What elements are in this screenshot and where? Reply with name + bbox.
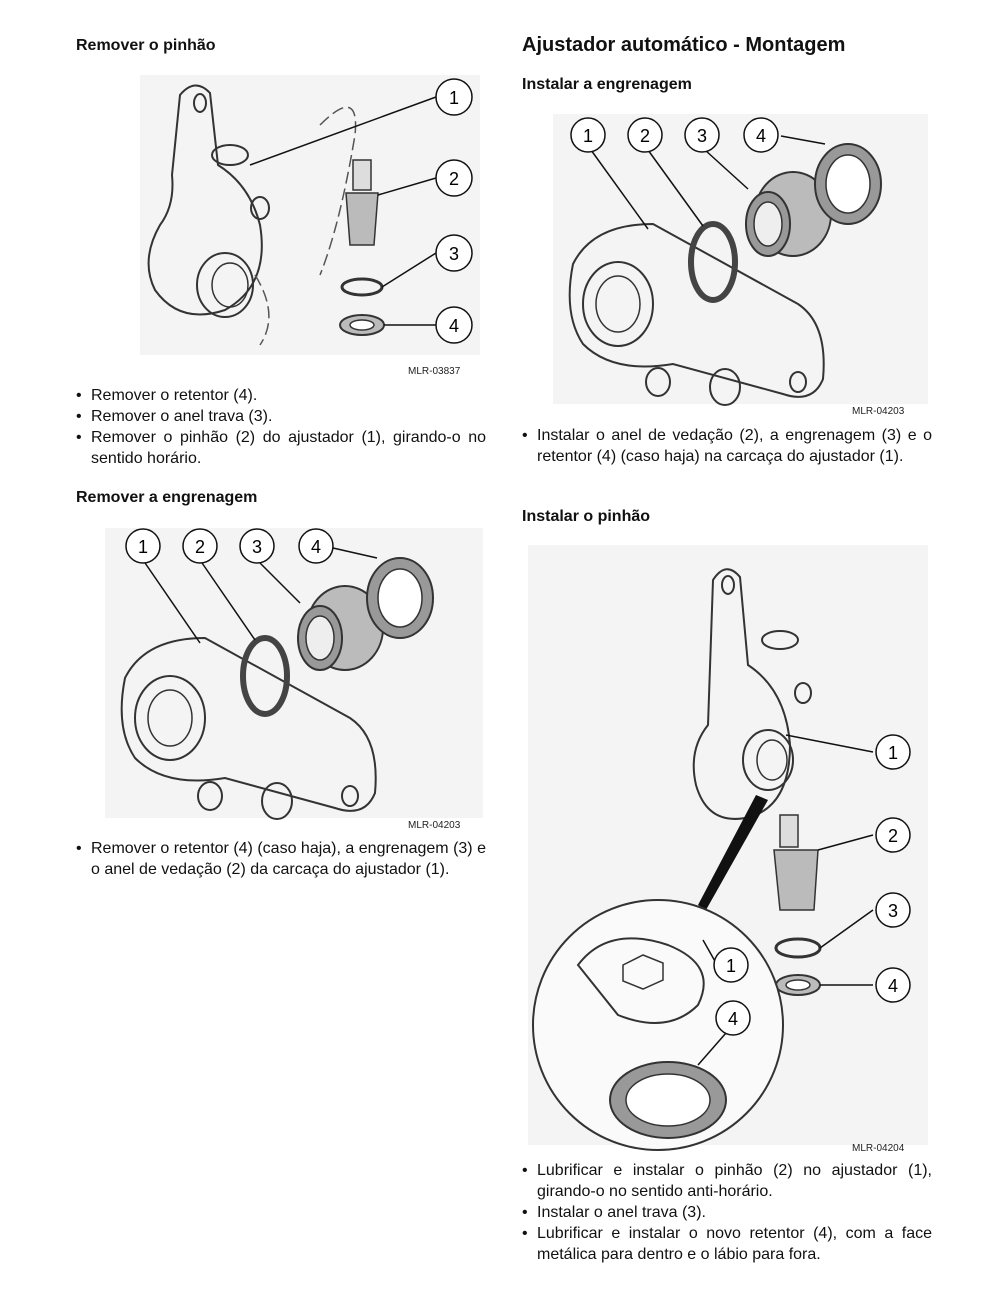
callout-2: 2 bbox=[640, 126, 650, 146]
figure-instalar-pinhao: 1 2 3 4 1 4 bbox=[528, 545, 928, 1160]
bullet-item: Instalar o anel de vedação (2), a engren… bbox=[522, 425, 932, 467]
bullet-item: Lubrificar e instalar o pinhão (2) no aj… bbox=[522, 1160, 932, 1202]
figure-code: MLR-04204 bbox=[852, 1143, 905, 1154]
callout-4: 4 bbox=[311, 537, 321, 557]
callout-1: 1 bbox=[138, 537, 148, 557]
figure-code: MLR-04203 bbox=[408, 820, 461, 831]
detail-callout-4: 4 bbox=[728, 1009, 738, 1029]
bullets-remover-engrenagem: Remover o retentor (4) (caso haja), a en… bbox=[76, 838, 486, 880]
callout-3: 3 bbox=[888, 901, 898, 921]
heading-remover-engrenagem: Remover a engrenagem bbox=[76, 489, 258, 506]
callout-4: 4 bbox=[888, 976, 898, 996]
callout-1: 1 bbox=[583, 126, 593, 146]
figure-remover-engrenagem: 1 2 3 4 bbox=[105, 528, 483, 833]
bullets-instalar-pinhao: Lubrificar e instalar o pinhão (2) no aj… bbox=[522, 1160, 932, 1265]
bullet-item: Remover o retentor (4) (caso haja), a en… bbox=[76, 838, 486, 880]
heading-instalar-engrenagem: Instalar a engrenagem bbox=[522, 76, 692, 93]
callout-2: 2 bbox=[195, 537, 205, 557]
heading-instalar-pinhao: Instalar o pinhão bbox=[522, 508, 651, 525]
detail-callout-1: 1 bbox=[726, 956, 736, 976]
callout-1: 1 bbox=[449, 88, 459, 108]
figure-remover-pinhao: 1 2 3 4 bbox=[140, 75, 480, 380]
callout-3: 3 bbox=[697, 126, 707, 146]
callout-2: 2 bbox=[888, 826, 898, 846]
callout-1: 1 bbox=[888, 743, 898, 763]
figure-instalar-engrenagem: 1 2 3 4 bbox=[553, 114, 928, 419]
bullet-item: Remover o pinhão (2) do ajustador (1), g… bbox=[76, 427, 486, 469]
bullet-item: Remover o retentor (4). bbox=[76, 385, 486, 406]
heading-remover-pinhao: Remover o pinhão bbox=[76, 37, 216, 54]
bullets-remover-pinhao: Remover o retentor (4). Remover o anel t… bbox=[76, 385, 486, 469]
figure-code: MLR-03837 bbox=[408, 366, 461, 377]
bullet-item: Lubrificar e instalar o novo retentor (4… bbox=[522, 1223, 932, 1265]
callout-3: 3 bbox=[252, 537, 262, 557]
page-title: Ajustador automático - Montagem bbox=[522, 34, 846, 56]
callout-2: 2 bbox=[449, 169, 459, 189]
bullet-item: Remover o anel trava (3). bbox=[76, 406, 486, 427]
figure-code: MLR-04203 bbox=[852, 406, 905, 417]
bullets-instalar-engrenagem: Instalar o anel de vedação (2), a engren… bbox=[522, 425, 932, 467]
callout-3: 3 bbox=[449, 244, 459, 264]
callout-4: 4 bbox=[756, 126, 766, 146]
callout-4: 4 bbox=[449, 316, 459, 336]
bullet-item: Instalar o anel trava (3). bbox=[522, 1202, 932, 1223]
